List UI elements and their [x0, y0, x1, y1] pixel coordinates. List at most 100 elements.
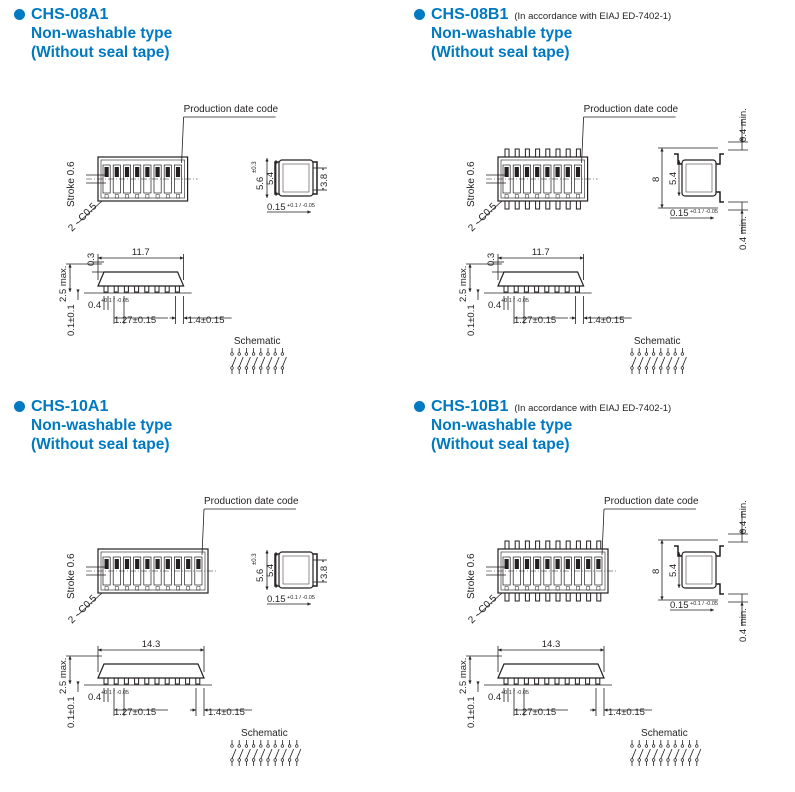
- dim-arrow: [274, 552, 278, 556]
- switch-number-mark: [125, 194, 129, 199]
- contact-bottom: [266, 758, 270, 762]
- switch-actuator: [524, 559, 530, 569]
- switch-number-mark: [104, 194, 109, 199]
- dim-arrow: [710, 216, 714, 220]
- dim-arrow: [498, 648, 502, 652]
- dim-0-4: 0.4: [488, 300, 501, 311]
- dim-0-15: 0.15: [670, 208, 689, 219]
- panel-chs-10b1: CHS-10B1(In accordance with EIAJ ED-7402…: [400, 392, 795, 782]
- side-body-outline: [681, 551, 717, 589]
- switch-actuator: [545, 167, 550, 177]
- switch-number-mark: [135, 586, 140, 591]
- schematic: Schematic: [630, 728, 702, 766]
- dim-0-4-tol: +0.1 / -0.05: [101, 690, 129, 696]
- switch-number-mark: [555, 586, 560, 591]
- switch-number-mark: [104, 586, 109, 591]
- dim-0-3: 0.3: [486, 253, 497, 266]
- switch-actuator: [555, 167, 560, 177]
- contact-bottom: [259, 366, 263, 370]
- terminal-pin: [544, 285, 550, 293]
- dim-3-8: 3.8: [319, 566, 330, 579]
- switch-contact-arm: [689, 748, 694, 759]
- switch-number-mark: [504, 194, 509, 199]
- contact-top: [673, 744, 677, 748]
- production-date-code-label: Production date code: [204, 496, 299, 507]
- gull-wing-lead: [524, 592, 530, 602]
- terminal-pin: [564, 677, 570, 685]
- dim-0-1: 0.1±0.1: [466, 304, 477, 336]
- switch-actuator: [586, 559, 591, 569]
- production-leader: [201, 508, 205, 556]
- contact-top: [244, 352, 249, 356]
- contact-top: [695, 744, 699, 748]
- contact-bottom: [666, 758, 670, 762]
- contact-bottom: [237, 366, 241, 370]
- switch-contact-arm: [682, 748, 687, 759]
- switch-actuator: [196, 559, 201, 569]
- dim-5-4: 5.4: [265, 564, 276, 577]
- switch-number-mark: [525, 194, 529, 199]
- dim-arrow: [200, 648, 204, 652]
- type-line: Non-washable type: [31, 25, 173, 42]
- contact-top: [251, 744, 256, 748]
- dim-arrow: [274, 160, 278, 164]
- contact-top: [637, 352, 641, 356]
- switch-actuator: [504, 167, 509, 177]
- switch-number-mark: [125, 586, 129, 591]
- switch-actuator: [514, 167, 519, 177]
- contact-top: [280, 352, 285, 356]
- side-lead-right: [716, 583, 724, 595]
- chamfer-leader: [77, 592, 103, 616]
- dim-arrow: [740, 210, 744, 214]
- contact-top: [644, 352, 649, 356]
- contact-top: [230, 744, 234, 748]
- switch-contact-arm: [638, 356, 644, 367]
- model-name: CHS-10A1: [31, 398, 109, 415]
- gull-wing-lead: [596, 592, 602, 602]
- dim-arrow: [98, 256, 102, 260]
- terminal-pin: [123, 677, 129, 685]
- switch-number-mark: [565, 194, 570, 199]
- switch-contact-arm: [274, 356, 280, 367]
- terminal-pin: [564, 285, 570, 293]
- gull-wing-lead: [545, 540, 551, 550]
- front-body-outline: [97, 271, 185, 287]
- switch-actuator: [135, 167, 140, 177]
- contact-bottom: [230, 758, 234, 762]
- dim-0-3: 0.3: [86, 253, 97, 266]
- dim-arrow: [468, 680, 472, 684]
- dim-arrow: [580, 256, 584, 260]
- switch-actuator: [575, 559, 581, 569]
- terminal-pin: [174, 285, 180, 293]
- switch-contact-arm: [267, 748, 273, 759]
- contact-top: [237, 352, 241, 356]
- switch-actuator: [104, 167, 109, 177]
- dim-0-4: 0.4: [88, 692, 101, 703]
- contact-top: [673, 352, 677, 356]
- contact-bottom: [637, 758, 641, 762]
- contact-bottom: [659, 758, 663, 762]
- gull-wing-lead: [586, 592, 592, 602]
- switch-contact-arm: [289, 748, 294, 759]
- contact-top: [651, 352, 656, 356]
- dim-arrow: [498, 256, 502, 260]
- switch-actuator: [524, 167, 530, 177]
- switch-number-mark: [535, 586, 540, 591]
- contact-top: [637, 744, 641, 748]
- switch-actuator: [514, 559, 519, 569]
- switch-slot: [584, 556, 593, 586]
- model-name: CHS-10B1: [431, 398, 509, 415]
- side-lead-right-top: [716, 545, 724, 557]
- side-body-inner: [282, 163, 310, 193]
- dim-0-15: 0.15: [267, 594, 286, 605]
- contact-bottom: [251, 758, 256, 762]
- dim-arrow: [68, 264, 72, 268]
- terminal-pin: [523, 285, 529, 293]
- contact-top: [237, 744, 241, 748]
- gull-wing-lead: [524, 148, 530, 158]
